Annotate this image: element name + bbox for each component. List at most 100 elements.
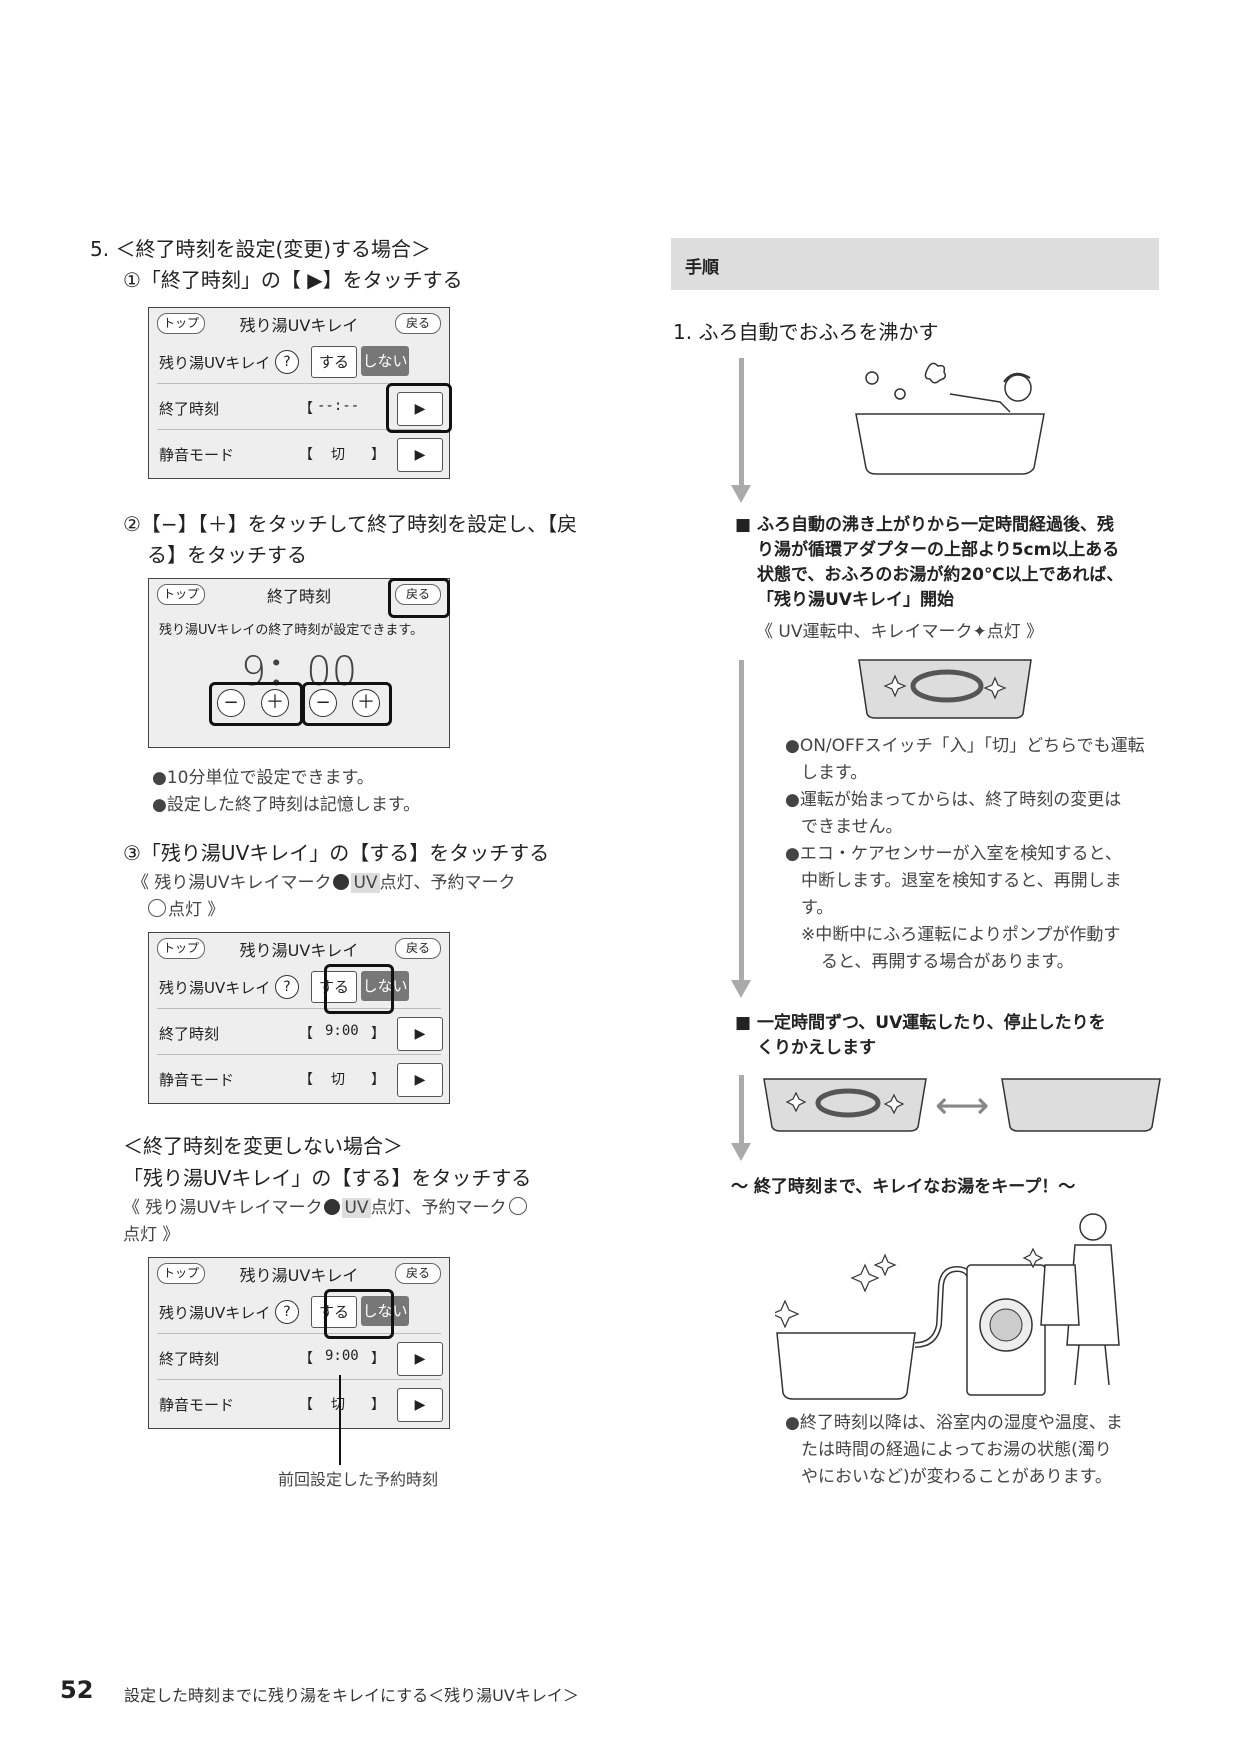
note-line: ●エコ・ケアセンサーが入室を検知すると、 (785, 844, 1122, 864)
note-line: ると、再開する場合があります。 (821, 952, 1074, 972)
end-time-value: --:-- (317, 398, 360, 414)
note-line: たは時間の経過によってお湯の状態(濁り (801, 1440, 1112, 1460)
end-time-arrow-button[interactable]: ▶ (397, 1342, 443, 1376)
bracket-right: 】 (371, 1026, 385, 1042)
panel-2: トップ 終了時刻 戻る 残り湯UVキレイの終了時刻が設定できます。 9：00 −… (148, 578, 450, 748)
block1-line: り湯が循環アダプターの上部より5cm以上ある (757, 540, 1120, 560)
panel-header: トップ 残り湯UVキレイ 戻る (149, 933, 449, 963)
shinai-button[interactable]: しない (361, 1296, 409, 1326)
block2-line: くりかえします (757, 1038, 876, 1058)
panel-title: 残り湯UVキレイ (239, 1266, 359, 1285)
bracket-right: 】 (371, 447, 385, 463)
help-icon[interactable]: ? (275, 1300, 299, 1324)
suru-button[interactable]: する (311, 971, 357, 1003)
sub-step-2-line2: る】をタッチする (147, 543, 307, 567)
uv-badge: UV (351, 873, 380, 893)
nochange-sub: 「残り湯UVキレイ」の【する】をタッチする (123, 1166, 532, 1190)
row-end-time: 終了時刻 【 9:00 】 ▶ (149, 1336, 449, 1380)
uv-mark-icon (324, 1199, 341, 1215)
help-icon[interactable]: ? (275, 350, 299, 374)
timer-mark-icon (148, 899, 166, 917)
section-bar: 手順 (671, 238, 1159, 290)
note-line: ●ON/OFFスイッチ「入」「切」どちらでも運転 (785, 736, 1145, 756)
row-quiet: 静音モード 【 切 】 ▶ (149, 1057, 449, 1101)
bracket-left: 【 (299, 401, 313, 417)
row-label: 残り湯UVキレイ (159, 979, 271, 997)
flow-arrow-line (739, 660, 744, 982)
callout-line (339, 1375, 341, 1465)
row-label: 終了時刻 (159, 1350, 220, 1368)
nochange-title: ＜終了時刻を変更しない場合＞ (123, 1134, 403, 1158)
panel-header: トップ 残り湯UVキレイ 戻る (149, 308, 449, 338)
flow-arrow-head (731, 485, 751, 503)
hour-plus-button[interactable]: ＋ (261, 689, 289, 717)
block1-note: 《 UV運転中、キレイマーク✦点灯 》 (756, 622, 1044, 642)
note-a: ●10分単位で設定できます。 (152, 768, 374, 788)
uv-on-tub-illustration (763, 1078, 927, 1132)
page-number: 52 (60, 1676, 94, 1704)
nochange-note-2: 点灯 》 (123, 1225, 180, 1245)
quiet-arrow-button[interactable]: ▶ (397, 438, 443, 472)
timer-mark-icon (508, 1197, 527, 1215)
flow-arrow-line (739, 358, 744, 486)
quiet-arrow-button[interactable]: ▶ (397, 1063, 443, 1097)
bracket-left: 【 (299, 1351, 313, 1367)
uv-badge: UV (342, 1198, 371, 1218)
back-button[interactable]: 戻る (395, 938, 441, 959)
highlight-frame (302, 682, 392, 726)
bracket-right: 】 (371, 1072, 385, 1088)
end-time-arrow-button[interactable]: ▶ (397, 392, 443, 426)
end-time-value: 9:00 (325, 1023, 359, 1039)
bracket-left: 【 (299, 1397, 313, 1413)
row-label: 終了時刻 (159, 400, 220, 418)
row-uv: 残り湯UVキレイ ? する しない (149, 1290, 449, 1334)
laundry-illustration (775, 1213, 1120, 1400)
bracket-left: 【 (299, 1072, 313, 1088)
back-button[interactable]: 戻る (395, 1263, 441, 1284)
block2: ■ 一定時間ずつ、UV運転したり、停止したりを くりかえします (735, 1011, 1106, 1061)
uv-tub-illustration (858, 659, 1032, 719)
sub-step-3: ③「残り湯UVキレイ」の【する】をタッチする (123, 841, 550, 865)
swap-arrow-icon: ⟷ (935, 1083, 990, 1127)
row-label: 残り湯UVキレイ (159, 354, 271, 372)
flow-arrow-head (731, 1143, 751, 1161)
bracket-right: 】 (371, 1397, 385, 1413)
block1: ■ ふろ自動の沸き上がりから一定時間経過後、残 り湯が循環アダプターの上部より5… (735, 513, 1123, 613)
top-button[interactable]: トップ (157, 938, 205, 959)
highlight-frame (324, 1289, 394, 1339)
top-button[interactable]: トップ (157, 584, 205, 605)
highlight-frame (209, 682, 303, 726)
uv-off-tub-illustration (1001, 1078, 1161, 1132)
bath-person-illustration (855, 362, 1045, 475)
sub-step-2-line1: ②【−】【＋】をタッチして終了時刻を設定し、【戻 (123, 512, 578, 536)
minute-minus-button[interactable]: − (309, 689, 337, 717)
back-button[interactable]: 戻る (395, 584, 441, 605)
row-label: 終了時刻 (159, 1025, 220, 1043)
back-button[interactable]: 戻る (395, 313, 441, 334)
top-button[interactable]: トップ (157, 313, 205, 334)
hour-minus-button[interactable]: − (217, 689, 245, 717)
panel-message: 残り湯UVキレイの終了時刻が設定できます。 (159, 623, 424, 638)
minute-plus-button[interactable]: ＋ (352, 689, 380, 717)
top-button[interactable]: トップ (157, 1263, 205, 1284)
shinai-button[interactable]: しない (361, 971, 409, 1001)
section-title: 手順 (685, 258, 719, 278)
suru-button[interactable]: する (311, 346, 357, 378)
quiet-value: 切 (331, 447, 345, 463)
flow-arrow-head (731, 980, 751, 998)
note-line: やにおいなど)が変わることがあります。 (801, 1467, 1112, 1487)
end-time-arrow-button[interactable]: ▶ (397, 1017, 443, 1051)
quiet-arrow-button[interactable]: ▶ (397, 1388, 443, 1422)
row-end-time: 終了時刻 【 --:-- ▶ (149, 386, 449, 430)
keep-caption: ～ 終了時刻まで、キレイなお湯をキープ！～ (731, 1177, 1076, 1197)
panel-title: 残り湯UVキレイ (239, 941, 359, 960)
note-list: ●ON/OFFスイッチ「入」「切」どちらでも運転 します。 ●運転が始まってから… (785, 733, 1145, 976)
row-quiet: 静音モード 【 切 】 ▶ (149, 432, 449, 476)
end-time-value: 9:00 (325, 1348, 359, 1364)
shinai-button[interactable]: しない (361, 346, 409, 376)
note-b: ●設定した終了時刻は記憶します。 (152, 795, 421, 815)
note-line: できません。 (801, 817, 903, 837)
help-icon[interactable]: ? (275, 975, 299, 999)
row-quiet: 静音モード 【 切 】 ▶ (149, 1382, 449, 1426)
note-line: します。 (801, 763, 868, 783)
